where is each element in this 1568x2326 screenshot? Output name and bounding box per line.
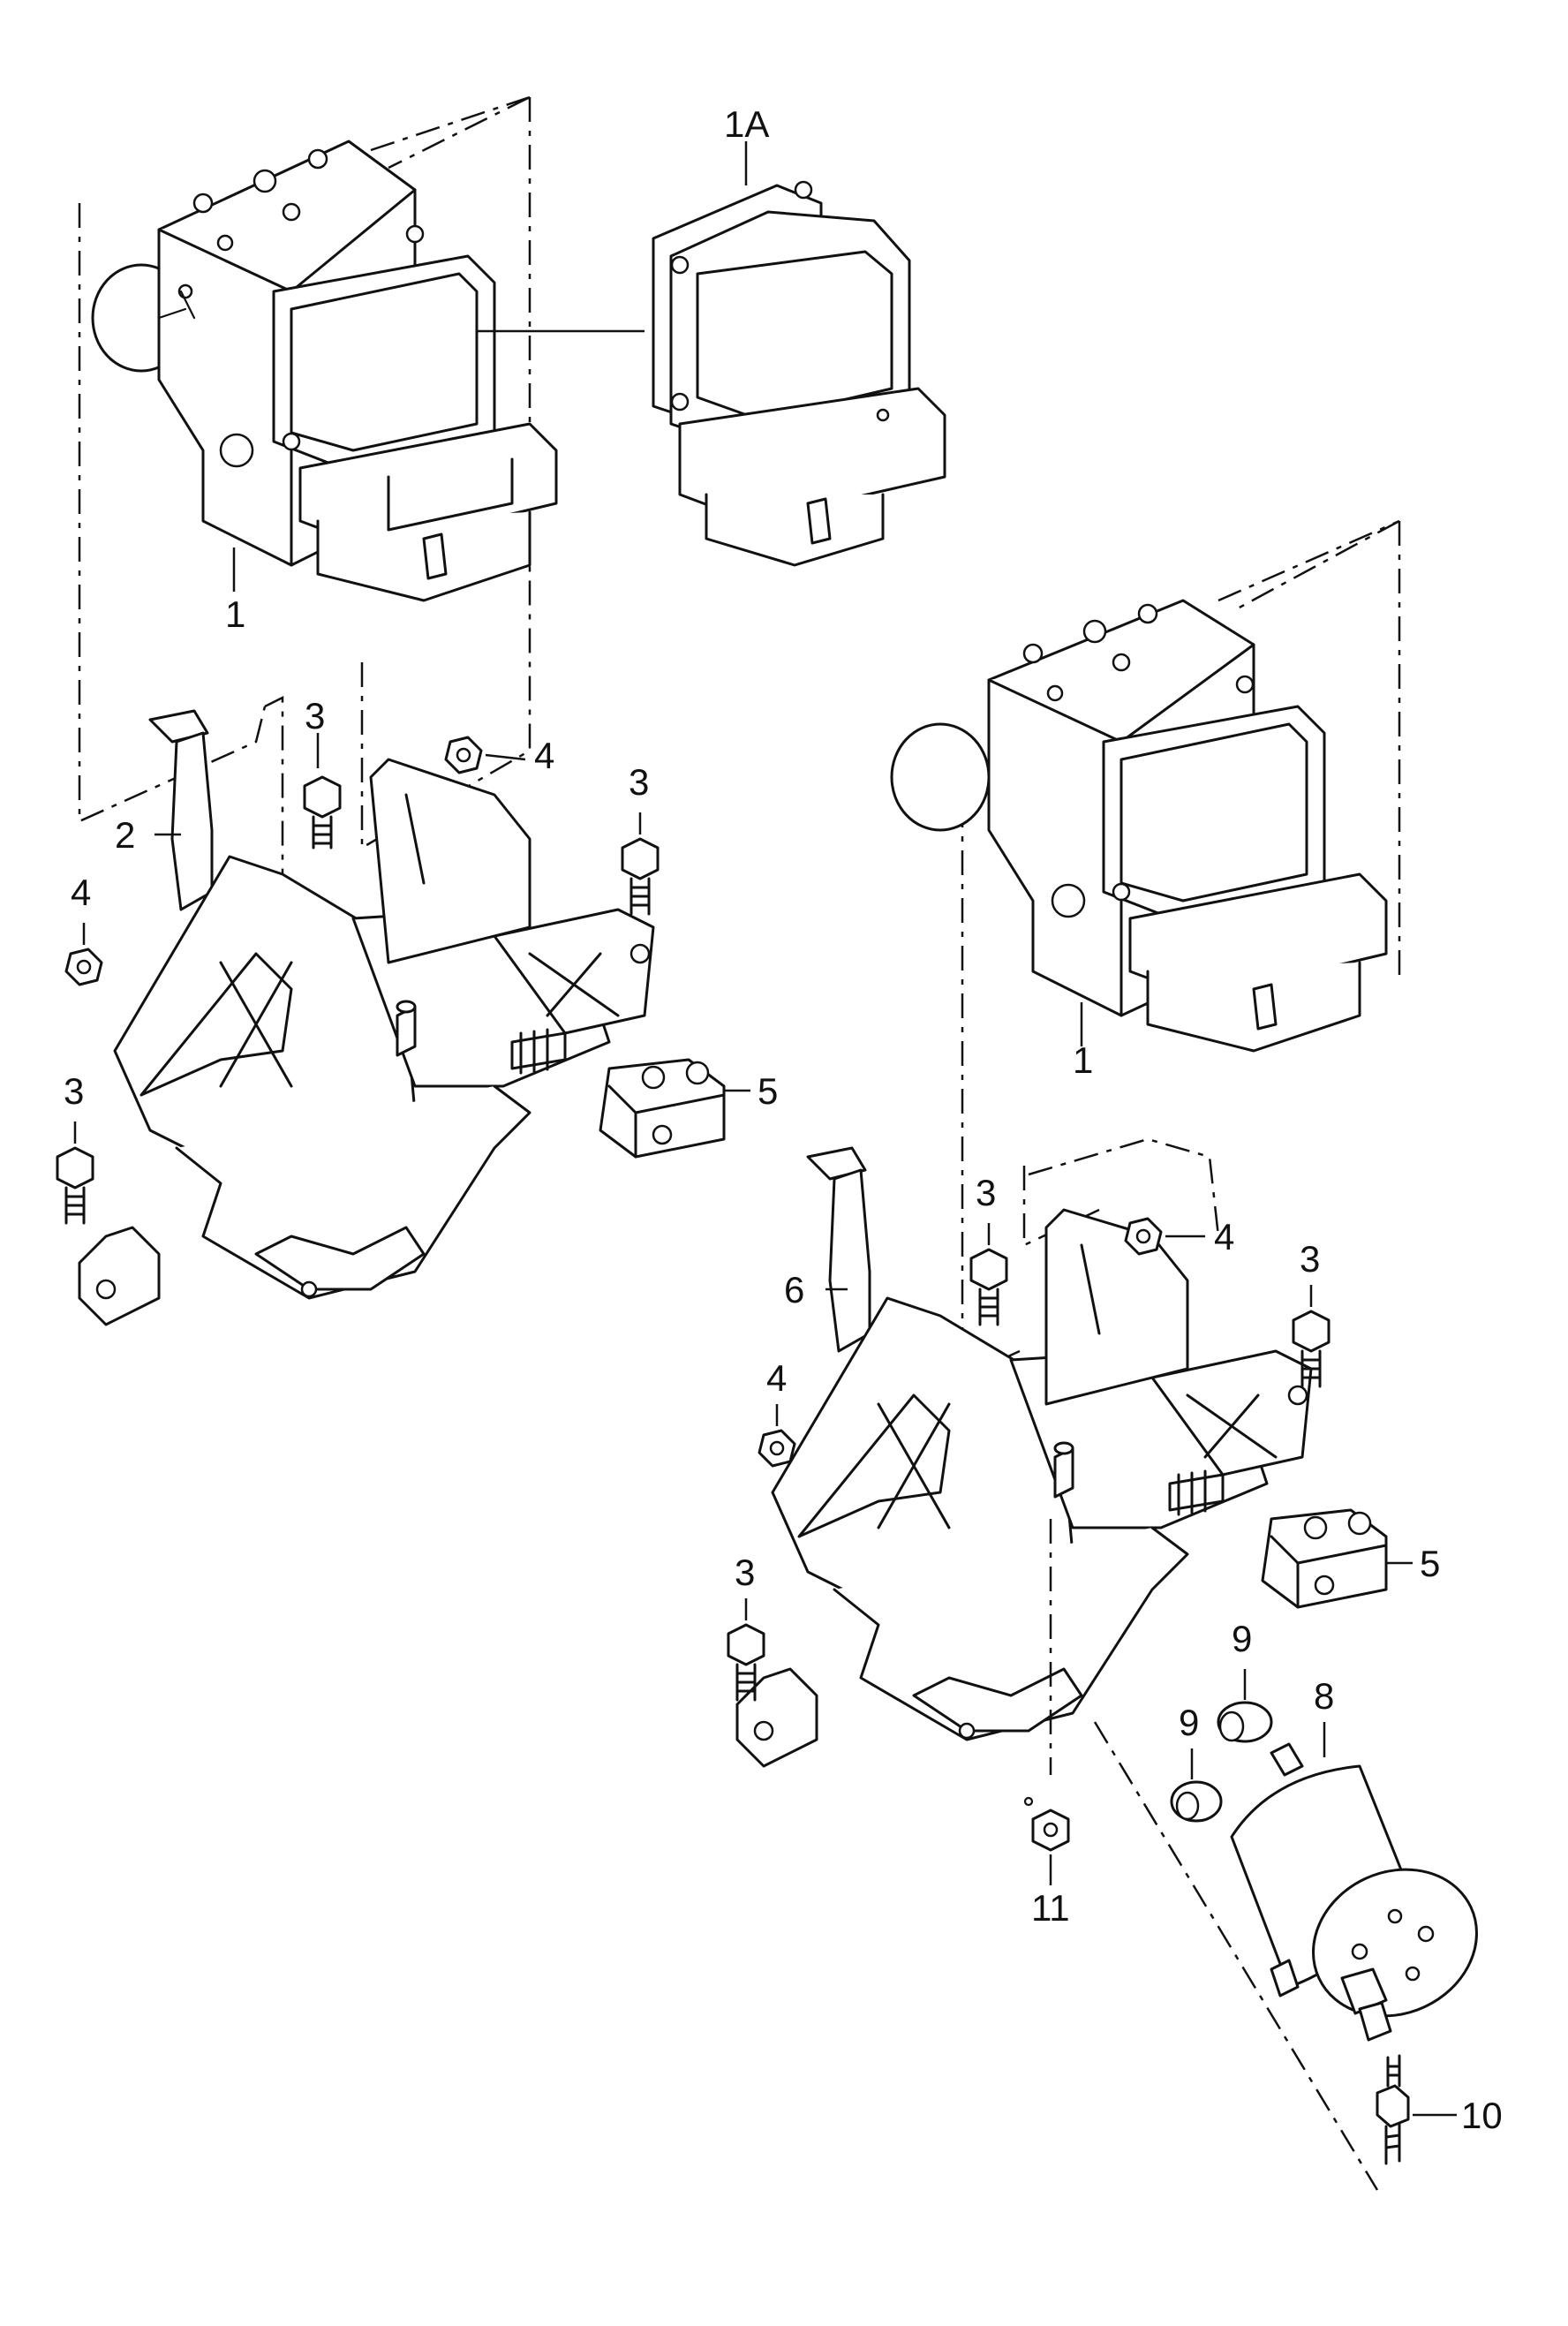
pump-motor-8	[1230, 1722, 1478, 2042]
bolt-3-c	[56, 1121, 94, 1225]
callout-3-c: 3	[64, 1070, 84, 1112]
callout-10: 10	[1461, 2095, 1503, 2136]
callout-2: 2	[115, 814, 135, 856]
callout-6: 6	[784, 1269, 804, 1310]
bolt-3-b	[621, 812, 660, 916]
grommet-9-b	[1170, 1748, 1223, 1823]
callout-4-d: 4	[766, 1357, 787, 1399]
callout-9-b: 9	[1179, 1702, 1199, 1743]
bolt-3-d	[969, 1223, 1008, 1326]
callout-4-a: 4	[534, 735, 554, 776]
callout-3-d: 3	[976, 1172, 996, 1213]
washer-dot	[1023, 1796, 1034, 1807]
callout-5-b: 5	[1420, 1543, 1440, 1584]
abs-hydraulic-unit-right	[890, 519, 1401, 1379]
nut-4-b	[64, 923, 103, 986]
callout-3-b: 3	[629, 761, 649, 803]
callout-3-e: 3	[1300, 1238, 1320, 1280]
callout-5-a: 5	[758, 1070, 778, 1112]
nut-4-c	[1124, 1217, 1205, 1256]
bolt-3-a	[303, 733, 342, 850]
stud-10	[1376, 2054, 1457, 2165]
callout-9-a: 9	[1232, 1618, 1252, 1659]
callout-4-c: 4	[1214, 1216, 1234, 1257]
bolt-3-e	[1292, 1285, 1331, 1388]
callout-3-a: 3	[305, 695, 325, 736]
callout-1-top: 1	[225, 593, 245, 635]
retaining-clip-5-right	[1261, 1508, 1413, 1609]
bracket-2-left	[78, 203, 655, 1326]
callout-1a: 1A	[724, 103, 769, 145]
callout-11: 11	[1031, 1887, 1070, 1929]
callout-1-right: 1	[1073, 1039, 1093, 1081]
nut-4-a	[444, 736, 526, 774]
abs-hydraulic-unit-top-left	[91, 95, 558, 602]
grommet-9-a	[1217, 1669, 1273, 1743]
callout-3-f: 3	[735, 1552, 755, 1593]
nut-11	[1031, 1809, 1070, 1885]
nut-4-d	[758, 1404, 796, 1468]
callout-8: 8	[1314, 1675, 1334, 1717]
bracket-6-right	[735, 1146, 1379, 2191]
callout-4-b: 4	[71, 872, 91, 913]
retaining-clip-5-left	[599, 1058, 726, 1159]
abs-control-unit-1a	[477, 180, 946, 567]
bolt-3-f	[727, 1598, 765, 1702]
